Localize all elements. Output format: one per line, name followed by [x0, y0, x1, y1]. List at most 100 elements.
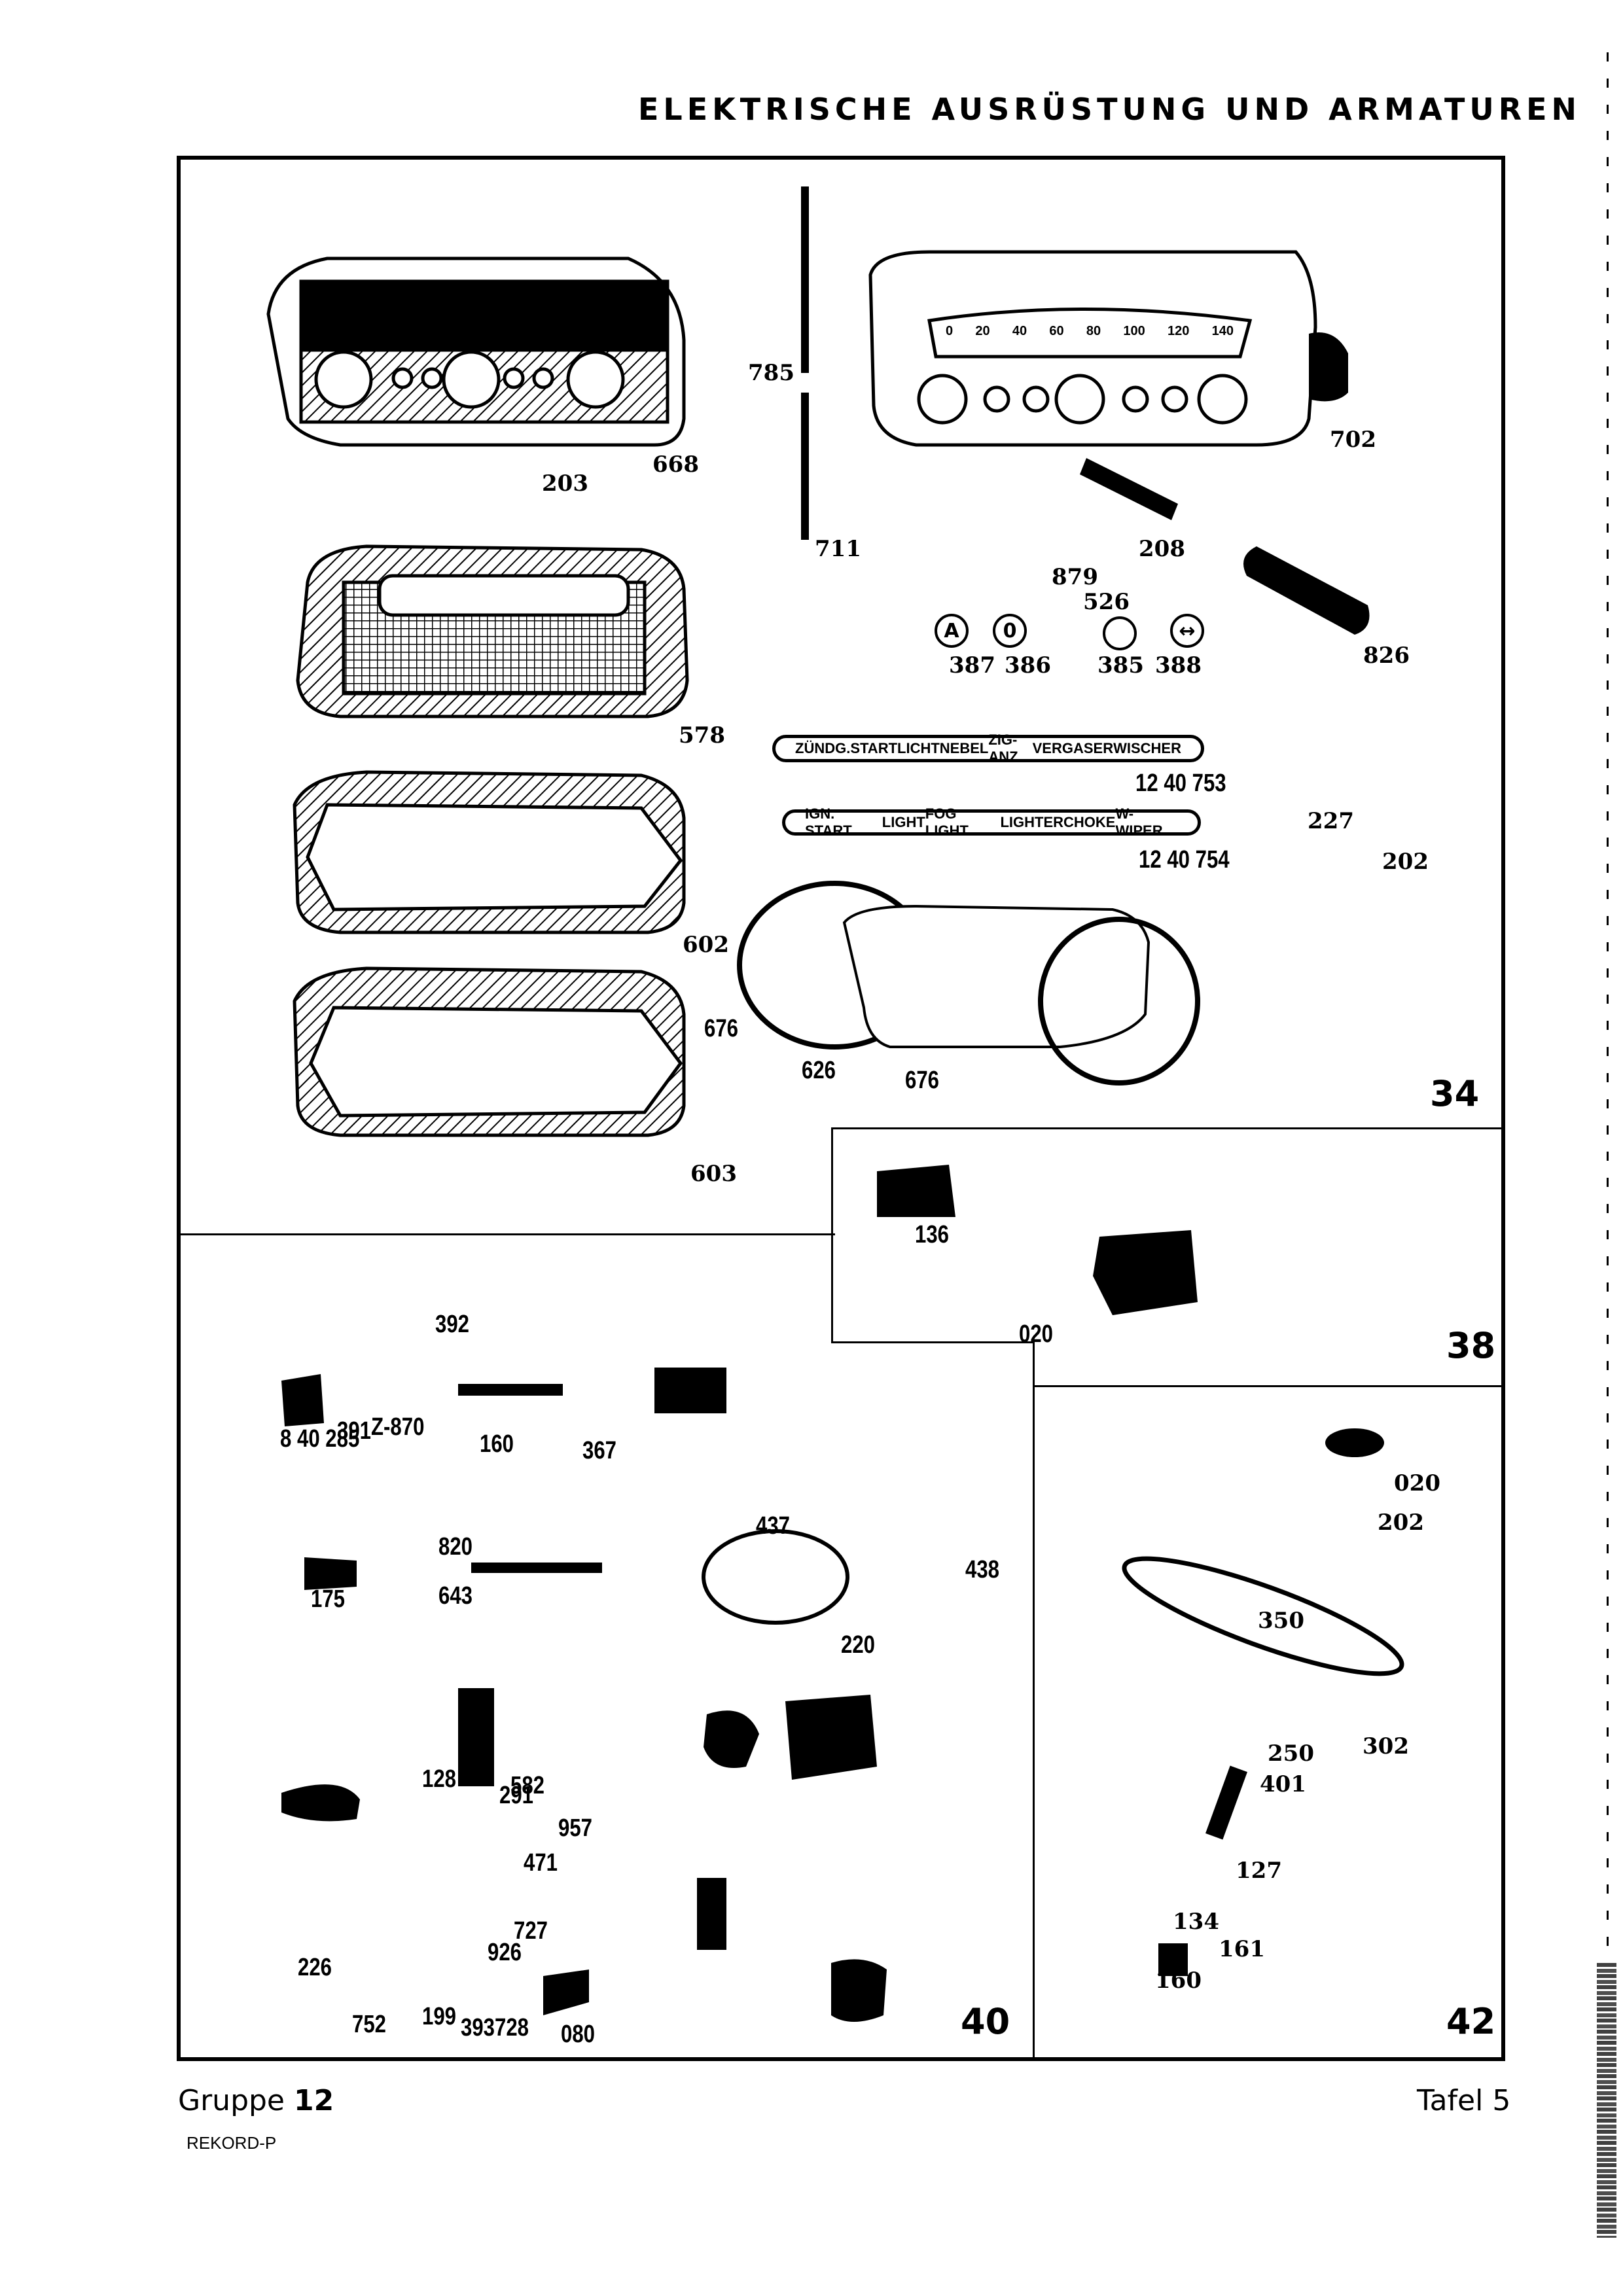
scan-edge-noise [1597, 1963, 1616, 2238]
divider-p38-left [831, 1127, 833, 1343]
model-name: REKORD-P [187, 2133, 277, 2153]
part-label-160-switch: 160 [480, 1430, 514, 1458]
part-label-127: 127 [1236, 1858, 1282, 1884]
part-label-134: 134 [1173, 1909, 1219, 1935]
speedometer-tick: 100 [1123, 324, 1145, 338]
part-label-626: 626 [802, 1057, 836, 1084]
part-label-020-horn: 020 [1394, 1470, 1440, 1496]
part-label-926: 926 [488, 1939, 522, 1966]
part-label-227: 227 [1308, 808, 1354, 834]
part-label-752: 752 [352, 2011, 386, 2038]
part-label-160-horn: 160 [1155, 1968, 1202, 1994]
part-label-676-left: 676 [704, 1015, 738, 1042]
part-label-826: 826 [1363, 643, 1410, 669]
part-label-226: 226 [298, 1954, 332, 1981]
speedometer-tick: 60 [1049, 324, 1064, 338]
part-label-175: 175 [311, 1585, 345, 1613]
part-label-785: 785 [748, 360, 794, 386]
speedometer-scale: 0 20 40 60 80 100 120 140 [946, 324, 1234, 339]
part-label-388: 388 [1155, 652, 1202, 679]
part-label-386: 386 [1005, 652, 1051, 679]
part-label-302: 302 [1363, 1733, 1409, 1759]
speedometer-tick: 0 [946, 324, 954, 338]
speedometer-tick: 80 [1086, 324, 1101, 338]
plate-number: 5 [1492, 2084, 1511, 2117]
part-label-350: 350 [1258, 1608, 1304, 1634]
part-label-392: 392 [435, 1311, 469, 1338]
part-label-603: 603 [690, 1161, 737, 1187]
indicator-lens-386: 0 [993, 614, 1027, 648]
plate-label: IGN. START [805, 805, 852, 839]
part-label-199: 199 [422, 2003, 456, 2030]
part-label-8-40-285: 8 40 285 [280, 1425, 360, 1453]
speedometer-tick: 140 [1211, 324, 1234, 338]
part-label-676-right: 676 [905, 1067, 939, 1094]
group-label: Gruppe [178, 2084, 285, 2117]
part-label-711: 711 [815, 536, 861, 562]
part-label-208: 208 [1139, 536, 1185, 562]
part-label-080: 080 [561, 2021, 595, 2048]
part-label-128: 128 [422, 1765, 456, 1793]
panel-number-38: 38 [1446, 1325, 1496, 1366]
diagram-frame [177, 156, 1505, 2061]
plate-label: CHOKE [1063, 814, 1116, 830]
part-label-602: 602 [683, 932, 729, 958]
part-label-plate-12-40-754: 12 40 754 [1139, 846, 1230, 874]
part-label-203: 203 [542, 470, 588, 497]
plate-label: W-WIPER [1115, 805, 1163, 839]
part-label-plate-12-40-753: 12 40 753 [1135, 769, 1226, 797]
part-label-387: 387 [949, 652, 995, 679]
part-label-385: 385 [1097, 652, 1144, 679]
indicator-lens-387: A [935, 614, 969, 648]
part-label-727: 727 [514, 1917, 548, 1945]
part-label-367: 367 [582, 1437, 616, 1464]
footer-plate: Tafel 5 [1417, 2084, 1510, 2117]
divider-p38-top [831, 1127, 1502, 1129]
part-label-879: 879 [1052, 564, 1098, 590]
plate-label-text: Tafel [1417, 2084, 1484, 2117]
part-label-220: 220 [841, 1631, 875, 1659]
part-label-020-fusebox: 020 [1019, 1320, 1053, 1348]
part-label-957: 957 [558, 1814, 592, 1842]
plate-label: FOG LIGHT [925, 805, 969, 839]
plate-label: ZÜNDG.START [795, 740, 898, 756]
part-label-668: 668 [652, 451, 699, 478]
speedometer-tick: 40 [1012, 324, 1027, 338]
part-label-437: 437 [756, 1512, 790, 1540]
part-label-452: 452 [311, 1788, 345, 1816]
speedometer-tick: 120 [1168, 324, 1190, 338]
part-label-161: 161 [1219, 1936, 1265, 1962]
part-label-438: 438 [965, 1556, 999, 1583]
indicator-lens-388: ↔ [1170, 614, 1204, 648]
switch-plate-german: ZÜNDG.START LICHT NEBEL ZIG-ANZ VERGASER… [772, 732, 1204, 765]
part-label-526: 526 [1083, 589, 1130, 615]
part-label-202: 202 [1382, 849, 1429, 875]
switch-plate-english: IGN. START LIGHT FOG LIGHT LIGHTER CHOKE… [782, 805, 1201, 839]
part-label-820: 820 [438, 1533, 473, 1561]
part-label-643: 643 [438, 1582, 473, 1610]
part-label-728: 728 [495, 2014, 529, 2041]
part-label-393: 393 [461, 2014, 495, 2041]
group-number: 12 [294, 2084, 334, 2117]
divider-p42-top [1033, 1385, 1502, 1387]
footer-group: Gruppe 12 [178, 2084, 334, 2117]
page-title: ELEKTRISCHE AUSRÜSTUNG UND ARMATUREN [638, 92, 1582, 127]
part-label-202-horn: 202 [1378, 1510, 1424, 1536]
part-label-702: 702 [1330, 427, 1376, 453]
plate-label: NEBEL [939, 740, 989, 756]
panel-number-40: 40 [961, 2001, 1010, 2042]
plate-label: LIGHTER [1000, 814, 1064, 830]
panel-number-42: 42 [1446, 2001, 1496, 2042]
plate-label: VERGASER [1032, 740, 1114, 756]
part-label-582: 582 [510, 1772, 544, 1799]
plate-label: LIGHT [882, 814, 925, 830]
part-label-250: 250 [1268, 1740, 1314, 1767]
part-label-z-870: Z-870 [371, 1413, 425, 1441]
plate-label: LICHT [897, 740, 940, 756]
divider-p34-bottom-left [181, 1233, 835, 1235]
part-label-578: 578 [679, 722, 725, 749]
divider-p38-bottom-left [831, 1341, 1034, 1343]
part-label-471: 471 [524, 1849, 558, 1877]
divider-p40-right [1033, 1341, 1035, 2058]
part-label-136: 136 [915, 1221, 949, 1248]
